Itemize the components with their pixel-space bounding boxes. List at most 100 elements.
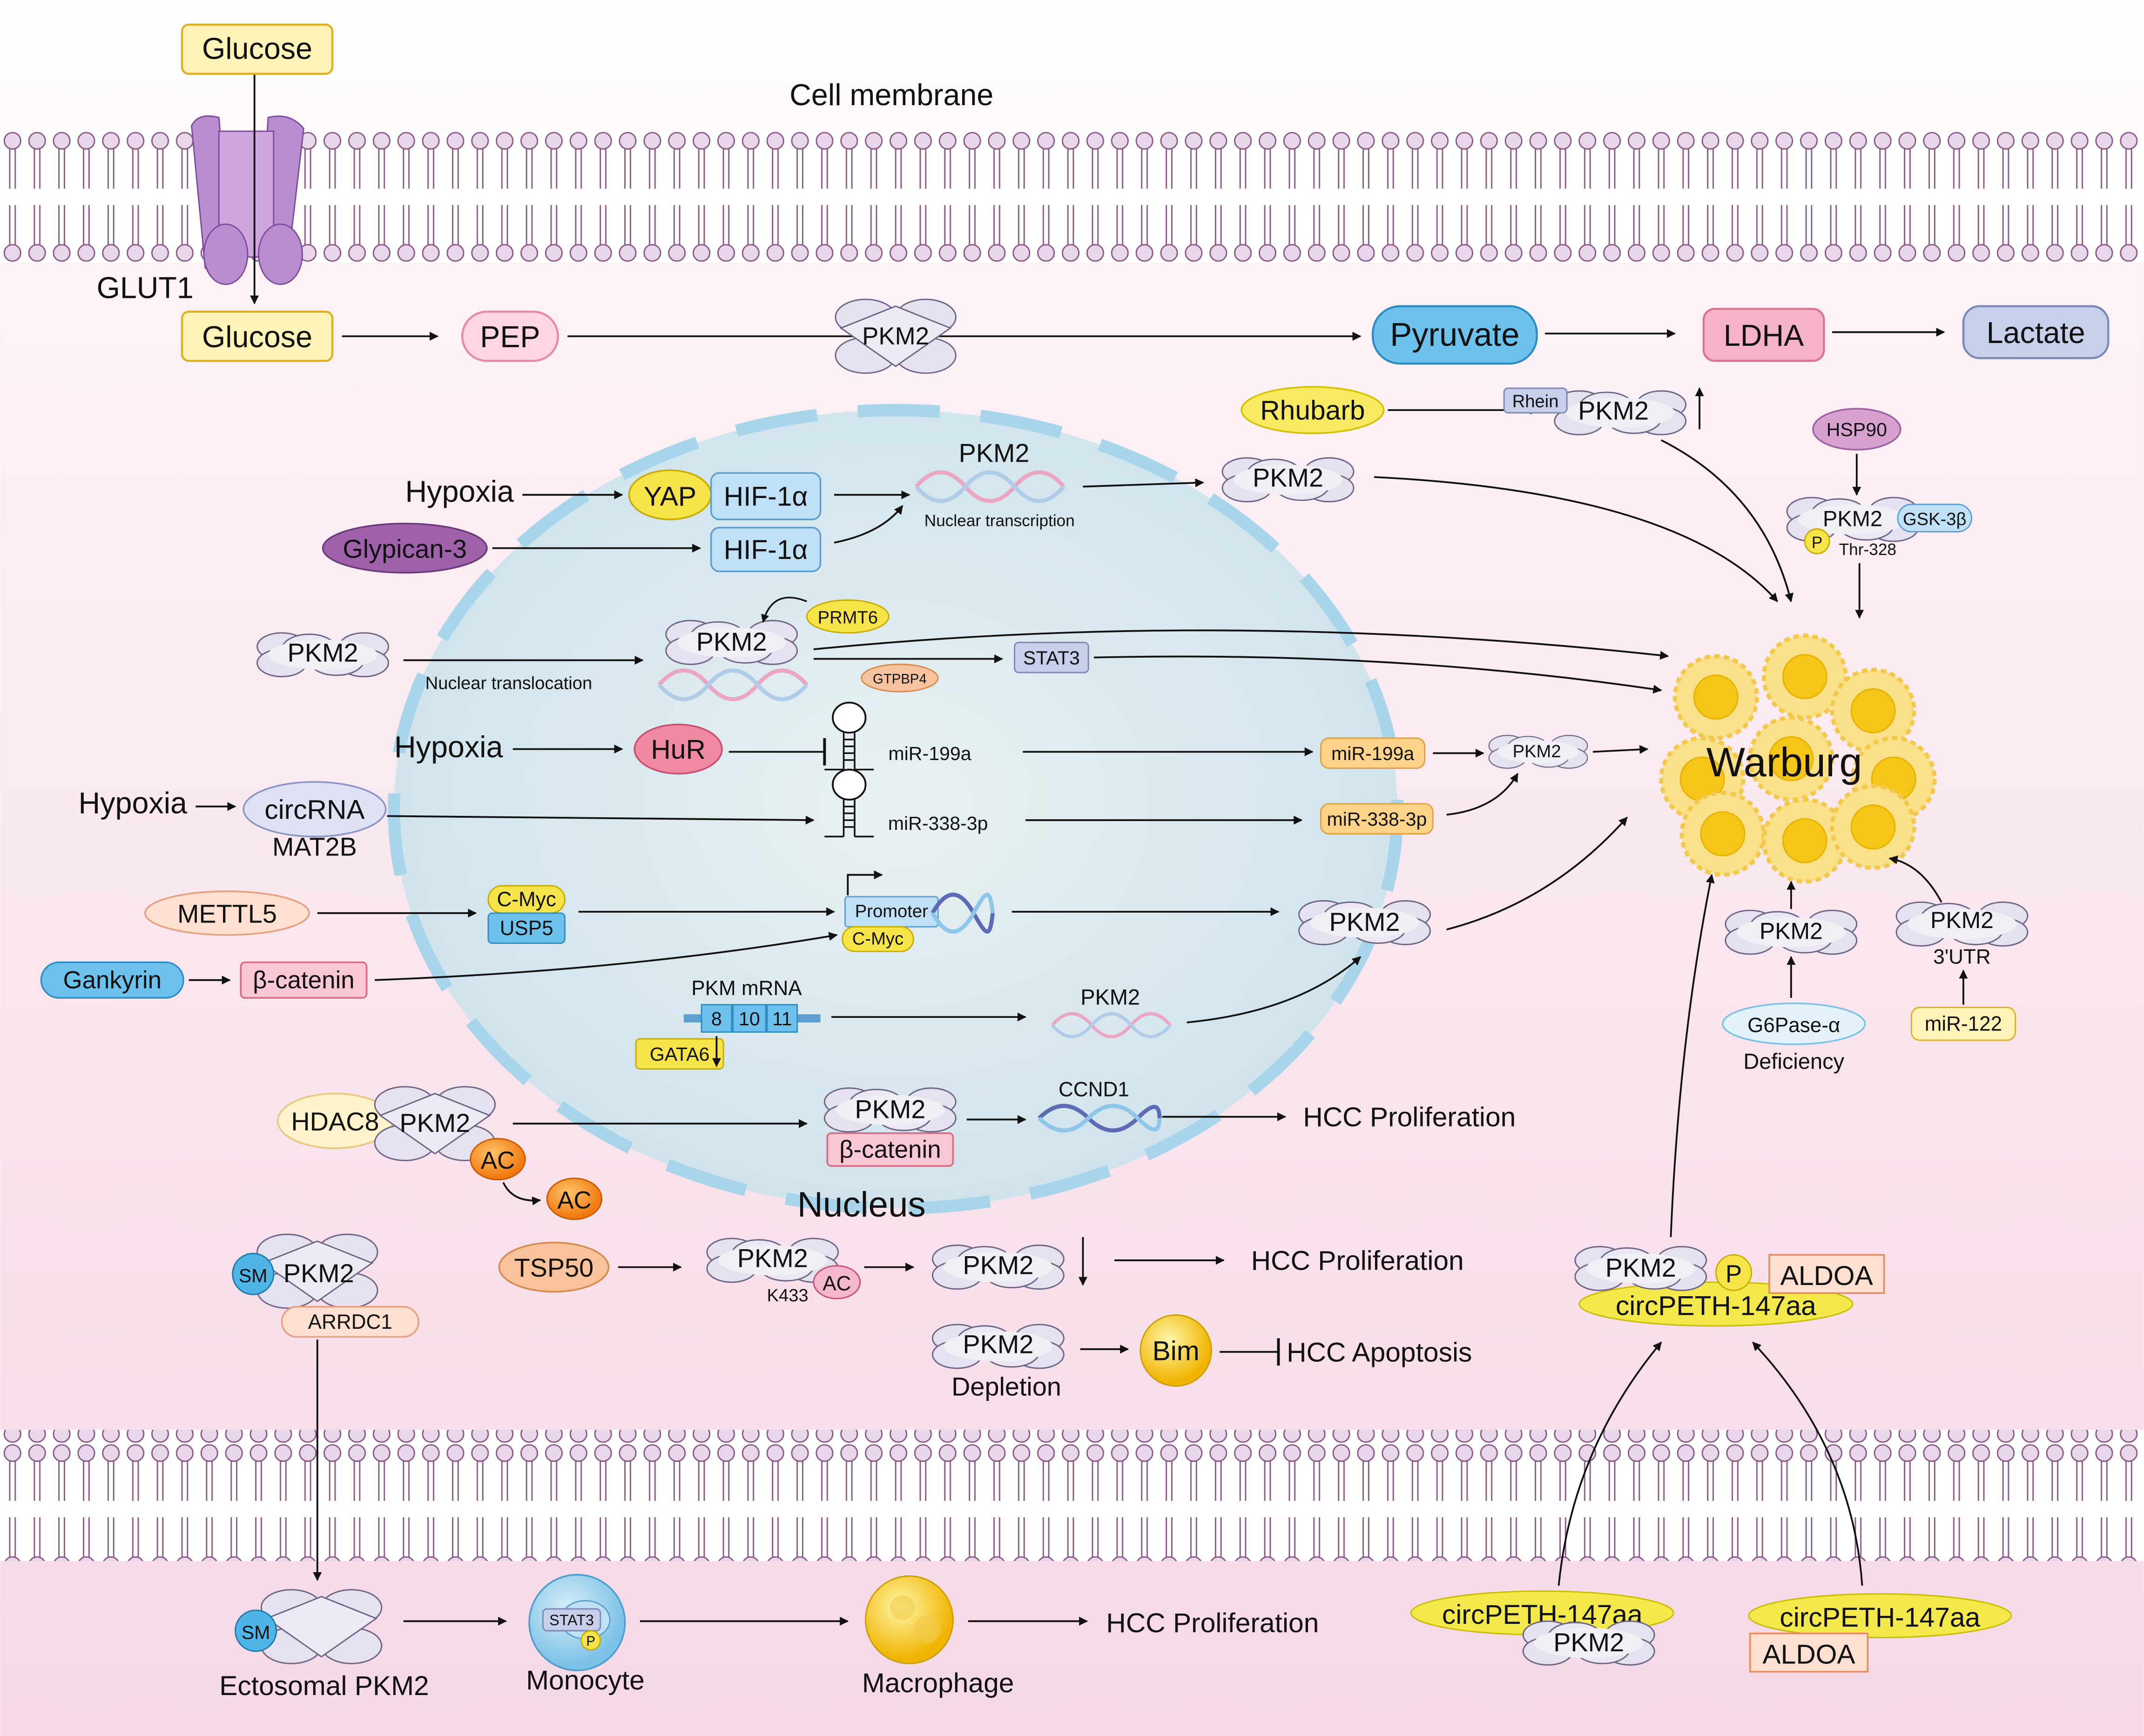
- cell-membrane-bottom: [0, 1430, 2144, 1561]
- ldha-box: [1702, 308, 1825, 362]
- aldoa-label-1: ALDOA: [1780, 1261, 1874, 1291]
- pkm2-depletion-label: PKM2: [963, 1330, 1033, 1359]
- hcc-apoptosis: HCC Apoptosis: [1287, 1337, 1472, 1367]
- circpeth-complex-label: circPETH-147aa: [1616, 1291, 1816, 1321]
- glut1-label: GLUT1: [97, 271, 194, 304]
- mir122-label: miR-122: [1925, 1013, 2002, 1036]
- phospho-p-circpeth: [1715, 1254, 1753, 1292]
- tsp50-label: TSP50: [514, 1253, 594, 1282]
- exon-10-box: [732, 1004, 767, 1033]
- macrophage-cell-icon: [865, 1575, 954, 1664]
- yap-label: YAP: [644, 482, 696, 512]
- stat3-monocyte-box: [542, 1608, 601, 1632]
- prmt6-node: [806, 599, 890, 634]
- nucleus-label: Nucleus: [797, 1185, 926, 1225]
- mir338-precursor-label: miR-338-3p: [888, 813, 988, 834]
- mettl5-label: METTL5: [177, 899, 277, 928]
- nucleus-body: [394, 410, 1398, 1209]
- cmyc-promoter-label: C-Myc: [852, 929, 903, 949]
- pkm2-mir-label: PKM2: [1513, 741, 1561, 761]
- pkm2-bcatenin-label: PKM2: [855, 1094, 925, 1124]
- ccnd1-label: CCND1: [1059, 1078, 1129, 1101]
- mir338-label: miR-338-3p: [1327, 808, 1427, 830]
- gankyrin-box: [40, 961, 184, 999]
- bcatenin-label-2: β-catenin: [839, 1136, 941, 1164]
- g6pase-label: G6Pase-α: [1747, 1014, 1840, 1036]
- hypoxia-1-label: Hypoxia: [405, 475, 514, 508]
- phospho-p-monocyte-label: P: [586, 1634, 595, 1649]
- promoter-label: Promoter: [855, 902, 928, 922]
- ac-node-3: [813, 1265, 861, 1299]
- hif1a-label-2: HIF-1α: [724, 535, 808, 565]
- aldoa-box-2: [1749, 1632, 1869, 1673]
- gtpbp4-label: GTPBP4: [873, 672, 927, 687]
- gsk3b-tag: [1897, 504, 1973, 532]
- g6pase-node: [1722, 1003, 1866, 1045]
- glucose-intracellular-box: [181, 310, 334, 362]
- ac-label-2: AC: [557, 1186, 591, 1214]
- mir199a-label: miR-199a: [1331, 743, 1414, 764]
- utr3-label: 3'UTR: [1933, 946, 1990, 969]
- circrna-label: circRNA: [264, 794, 365, 825]
- hypoxia-2-label: Hypoxia: [394, 730, 503, 764]
- gata6-label: GATA6: [650, 1043, 710, 1065]
- sm-node-1: [232, 1252, 275, 1295]
- ac-label-1: AC: [481, 1147, 515, 1174]
- warburg-label: Warburg: [1706, 739, 1862, 785]
- stat3-box: [1014, 641, 1089, 673]
- rhein-tag: [1503, 387, 1568, 414]
- deficiency-label: Deficiency: [1743, 1049, 1844, 1074]
- circpeth-aldoa-label: circPETH-147aa: [1780, 1602, 1980, 1633]
- glypican3-node: [322, 523, 488, 574]
- pkm2-rhein-label: PKM2: [1578, 396, 1649, 425]
- pep-box: [461, 310, 559, 362]
- pkm2-mrna-label: PKM2: [1080, 985, 1140, 1009]
- ac-node-1: [470, 1138, 526, 1181]
- pkm2-g6pase-label: PKM2: [1760, 918, 1823, 944]
- aldoa-label-2: ALDOA: [1762, 1639, 1855, 1669]
- usp5-box: [487, 912, 566, 944]
- nuclear-transcription-label: Nuclear transcription: [924, 512, 1075, 530]
- exon-11-label: 11: [772, 1008, 792, 1029]
- bcatenin-box-2: [826, 1132, 954, 1167]
- nuclear-translocation-label: Nuclear translocation: [425, 673, 593, 693]
- gankyrin-label: Gankyrin: [63, 966, 162, 994]
- rhubarb-node: [1241, 386, 1385, 434]
- macrophage-label: Macrophage: [862, 1668, 1014, 1698]
- stat3-monocyte-label: STAT3: [549, 1612, 594, 1628]
- pep-label: PEP: [480, 320, 540, 354]
- tsp50-node: [498, 1241, 610, 1293]
- pkm2-nuclear-label: PKM2: [696, 627, 767, 656]
- gtpbp4-node: [861, 663, 939, 693]
- mat2b-label: MAT2B: [272, 832, 357, 861]
- ectosomal-pkm2-label: Ectosomal PKM2: [219, 1671, 429, 1701]
- hcc-proliferation-1: HCC Proliferation: [1303, 1102, 1516, 1132]
- hur-label: HuR: [651, 734, 706, 765]
- rhein-label: Rhein: [1512, 391, 1559, 411]
- k433-label: K433: [767, 1285, 809, 1305]
- hcc-proliferation-2: HCC Proliferation: [1251, 1245, 1464, 1276]
- bcatenin-box-1: [240, 961, 368, 999]
- pkm2-sm-label: PKM2: [283, 1258, 354, 1288]
- gata6-box: [635, 1038, 724, 1070]
- bim-node: [1139, 1314, 1213, 1387]
- pkm2-transcribed-label: PKM2: [1253, 463, 1323, 492]
- pkm2-circpeth-label: PKM2: [1605, 1253, 1676, 1282]
- monocyte-label: Monocyte: [526, 1665, 645, 1696]
- sm-label-2: SM: [242, 1622, 270, 1643]
- mir199a-precursor-label: miR-199a: [888, 743, 971, 764]
- glucose-extracellular-label: Glucose: [202, 32, 312, 65]
- ldha-label: LDHA: [1724, 319, 1804, 352]
- ac-node-2: [546, 1178, 603, 1220]
- mettl5-node: [144, 890, 310, 936]
- arrdc1-box: [281, 1306, 419, 1338]
- hdac8-label: HDAC8: [291, 1107, 379, 1136]
- phospho-p-hsp90: [1804, 528, 1830, 554]
- lactate-box: [1962, 305, 2110, 359]
- rhubarb-label: Rhubarb: [1260, 396, 1365, 426]
- sm-label-1: SM: [239, 1265, 268, 1286]
- lactate-label: Lactate: [1987, 316, 2085, 350]
- pkm2-mir122-label: PKM2: [1930, 907, 1994, 933]
- prmt6-label: PRMT6: [818, 607, 878, 627]
